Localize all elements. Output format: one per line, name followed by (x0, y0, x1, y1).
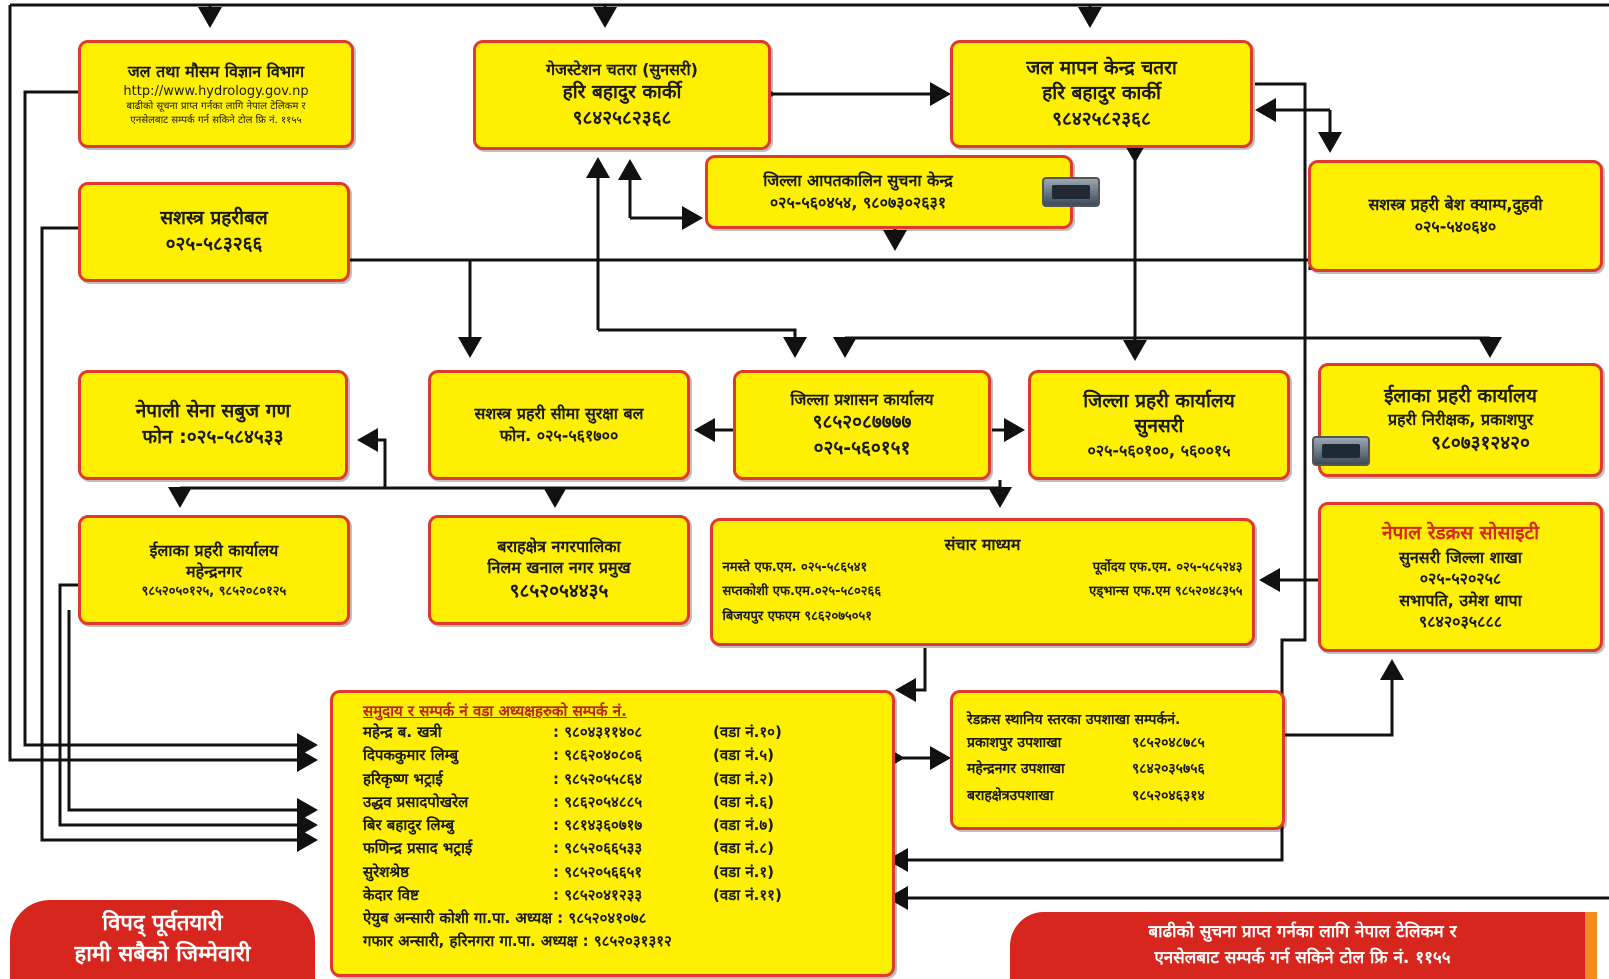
apf-phone: ०२५-५८३२६६ (165, 233, 263, 255)
border-force-phone: फोन. ०२५-५६१७०० (499, 426, 619, 445)
slogan-line-2: हामी सबैको जिम्मेवारी (74, 941, 251, 967)
list-item: महेन्द्रनगर उपशाखा९८४२०३५७५६ (967, 761, 1205, 778)
water-center-box: जल मापन केन्द्र चतरा हरि बहादुर कार्की ९… (950, 40, 1253, 148)
media-item: सप्तकोशी एफ.एम.०२५-५८०२६६ (722, 584, 882, 600)
dao-name: जिल्ला प्रशासन कार्यालय (790, 389, 934, 409)
water-center-person: हरि बहादुर कार्की (1042, 82, 1161, 105)
dao-phone: ०२५-५६०१५१ (813, 436, 911, 459)
municipality-phone: ९८५२०५४४३५ (509, 579, 609, 602)
list-item: बराहक्षेत्रउपशाखा९८५२०४६३१४ (967, 787, 1205, 804)
apf-name: सशस्त्र प्रहरीबल (160, 207, 268, 230)
list-item: बिर बहादुर लिम्बु: ९८१४३६०७१७(वडा नं.७) (363, 816, 775, 834)
hydrology-box: जल तथा मौसम विज्ञान विभाग http://www.hyd… (78, 40, 354, 148)
community-list: महेन्द्र ब. खत्री: ९८०४३११४०८(वडा नं.१०)… (363, 721, 813, 954)
army-phone: फोन :०२५-५८४५३३ (142, 426, 284, 448)
municipality-name: बराहक्षेत्र नगरपालिका (497, 536, 621, 556)
redcross-box: नेपाल रेडक्रस सोसाइटी सुनसरी जिल्ला शाखा… (1318, 502, 1603, 652)
hydrology-note-2: एनसेलबाट सम्पर्क गर्न सकिने टोल फ्रि नं.… (130, 114, 302, 126)
redcross-mobile: ९८४२०३५८८८ (1418, 612, 1503, 632)
list-item: प्रकाशपुर उपशाखा९८५२०४८७८५ (967, 734, 1205, 751)
list-item: हरिकृष्ण भट्राई: ९८५२०५५८६४(वडा नं.२) (363, 769, 775, 788)
municipality-box: बराहक्षेत्र नगरपालिका निलम खनाल नगर प्रम… (428, 515, 690, 625)
community-box: समुदाय र सम्पर्क नं वडा अध्यक्षहरुको सम्… (330, 690, 895, 977)
apf-camp-phone: ०२५-५४०६४० (1414, 217, 1497, 236)
hydrology-note-1: बाढीको सूचना प्राप्त गर्नका लागि नेपाल ट… (126, 101, 306, 113)
apo-prakashpur-officer: प्रहरी निरीक्षक, प्रकाशपुर (1387, 410, 1534, 430)
hydrology-url[interactable]: http://www.hydrology.gov.np (123, 83, 309, 99)
media-row: बिजयपुर एफएम ९८६२०७५०५१ (723, 605, 1243, 630)
gauge-station-phone: ९८४२५८२३६८ (572, 106, 672, 129)
dao-mobile: ९८५२०८७७७७ (812, 411, 912, 434)
border-force-box: सशस्त्र प्रहरी सीमा सुरक्षा बल फोन. ०२५-… (428, 370, 690, 480)
banner-accent-bar (1585, 912, 1597, 979)
list-item: महेन्द्र ब. खत्री: ९८०४३११४०८(वडा नं.१०) (363, 723, 782, 741)
gauge-station-box: गेजस्टेशन चतरा (सुनसरी) हरि बहादुर कार्क… (473, 40, 771, 150)
gauge-station-name: गेजस्टेशन चतरा (सुनसरी) (546, 59, 698, 79)
army-box: नेपाली सेना सबुज गण फोन :०२५-५८४५३३ (78, 370, 348, 480)
telephone-icon (1312, 436, 1370, 466)
apf-box: सशस्त्र प्रहरीबल ०२५-५८३२६६ (78, 182, 350, 282)
apo-mahendranagar-place: महेन्द्रनगर (186, 562, 242, 582)
dpo-phone: ०२५-५६०१००, ५६००१५ (1087, 440, 1231, 460)
apf-camp-box: सशस्त्र प्रहरी बेश क्याम्प,दुहवी ०२५-५४०… (1308, 160, 1603, 272)
media-title: संचार माध्यम (944, 535, 1021, 555)
list-item: केदार विष्ट: ९८५२०४१२३३(वडा नं.११) (363, 885, 782, 904)
media-item: पूर्वोदय एफ.एम. ०२५-५८५२४३ (1092, 559, 1243, 575)
list-item: उद्धव प्रसादपोखरेल: ९८६२०५४८८५(वडा नं.६) (363, 792, 775, 811)
tollfree-line-1: बाढीको सुचना प्राप्त गर्नका लागि नेपाल ट… (1148, 922, 1457, 942)
municipality-mayor: निलम खनाल नगर प्रमुख (487, 558, 631, 578)
border-force-name: सशस्त्र प्रहरी सीमा सुरक्षा बल (474, 404, 644, 424)
eoc-box: जिल्ला आपतकालिन सुचना केन्द्र ०२५-५६०४५४… (705, 155, 1073, 229)
telephone-icon (1042, 177, 1100, 207)
media-item: नमस्ते एफ.एम. ०२५-५८६५४१ (722, 559, 868, 575)
rc-sub-title: रेडक्रस स्थानिय स्तरका उपशाखा सम्पर्कनं. (967, 711, 1181, 728)
apo-prakashpur-phone: ९८०७३१२४२० (1431, 431, 1530, 454)
list-item: सुरेशश्रेष्ठ: ९८५२०५६६५१(वडा नं.१) (363, 862, 775, 881)
hydrology-title: जल तथा मौसम विज्ञान विभाग (127, 61, 305, 81)
community-extra-1: ऐयुब अन्सारी कोशी गा.पा. अध्यक्ष : ९८५२०… (363, 909, 647, 927)
dpo-box: जिल्ला प्रहरी कार्यालय सुनसरी ०२५-५६०१००… (1028, 370, 1290, 480)
slogan-banner: विपद् पूर्वतयारी हामी सबैको जिम्मेवारी (10, 900, 315, 979)
apo-mahendranagar-name: ईलाका प्रहरी कार्यालय (149, 540, 279, 560)
media-item: एड्भान्स एफ.एम ९८५२०४८३५५ (1089, 584, 1243, 600)
media-row: नमस्ते एफ.एम. ०२५-५८६५४१ पूर्वोदय एफ.एम.… (723, 556, 1243, 581)
army-name: नेपाली सेना सबुज गण (135, 400, 291, 423)
redcross-phone: ०२५-५२०२५८ (1419, 569, 1502, 589)
redcross-branch: सुनसरी जिल्ला शाखा (1399, 547, 1522, 567)
tollfree-line-2: एनसेलबाट सम्पर्क गर्न सकिने टोल फ्रि नं.… (1154, 947, 1451, 968)
list-item: फणिन्द्र प्रसाद भट्राई: ९८५२०६६५३३(वडा न… (363, 839, 775, 858)
dao-box: जिल्ला प्रशासन कार्यालय ९८५२०८७७७७ ०२५-५… (733, 370, 991, 480)
community-title: समुदाय र सम्पर्क नं वडा अध्यक्षहरुको सम्… (363, 702, 627, 720)
eoc-phone: ०२५-५६०४५४, ९८०७३०२६३१ (769, 193, 947, 212)
eoc-name: जिल्ला आपतकालिन सुचना केन्द्र (763, 171, 953, 191)
media-row: सप्तकोशी एफ.एम.०२५-५८०२६६ एड्भान्स एफ.एम… (723, 580, 1243, 605)
gauge-station-person: हरि बहादुर कार्की (562, 81, 682, 104)
media-item: बिजयपुर एफएम ९८६२०७५०५१ (722, 609, 873, 625)
dpo-name: जिल्ला प्रहरी कार्यालय (1083, 389, 1235, 412)
tollfree-banner: बाढीको सुचना प्राप्त गर्नका लागि नेपाल ट… (1010, 912, 1595, 979)
apf-camp-name: सशस्त्र प्रहरी बेश क्याम्प,दुहवी (1368, 195, 1543, 215)
water-center-name: जल मापन केन्द्र चतरा (1026, 56, 1177, 79)
apo-mahendranagar-box: ईलाका प्रहरी कार्यालय महेन्द्रनगर ९८५२०५… (78, 515, 350, 625)
media-box: संचार माध्यम नमस्ते एफ.एम. ०२५-५८६५४१ पू… (710, 518, 1255, 646)
redcross-name: नेपाल रेडक्रस सोसाइटी (1381, 521, 1540, 544)
community-extra-2: गफार अन्सारी, हरिनगरा गा.पा. अध्यक्ष : ९… (363, 932, 672, 951)
slogan-line-1: विपद् पूर्वतयारी (102, 910, 223, 936)
rc-sub-box: रेडक्रस स्थानिय स्तरका उपशाखा सम्पर्कनं.… (950, 690, 1285, 830)
water-center-phone: ९८४२५८२३६८ (1052, 107, 1151, 130)
apo-prakashpur-name: ईलाका प्रहरी कार्यालय (1384, 384, 1537, 407)
redcross-chair: सभापति, उमेश थापा (1399, 590, 1522, 610)
list-item: दिपककुमार लिम्बु: ९८६२०४०८०६(वडा नं.५) (363, 746, 775, 765)
dpo-district: सुनसरी (1134, 415, 1184, 438)
apo-mahendranagar-phone: ९८५२०५०१२५, ९८५२०८०१२५ (141, 583, 287, 599)
